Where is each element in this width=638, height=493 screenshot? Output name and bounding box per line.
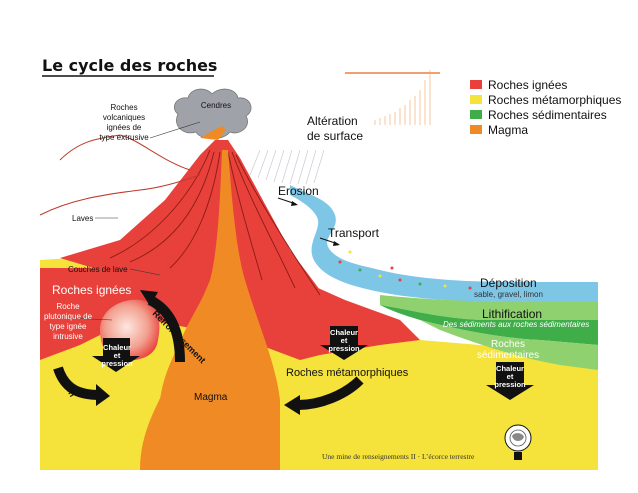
sun-rays [345, 70, 440, 125]
heat-pressure-arrow-1: Chaleur et pression [92, 338, 140, 372]
label-cendres: Cendres [201, 101, 231, 110]
legend: Roches ignées Roches métamorphiques Roch… [470, 78, 621, 137]
hills-outline [59, 134, 191, 171]
svg-text:pression: pression [328, 344, 360, 353]
label-volcanic-3: ignées de [107, 123, 142, 132]
label-lithification: Lithification [482, 307, 542, 321]
hills-outline-2 [39, 174, 201, 216]
volcano-cone [60, 140, 350, 305]
legend-swatch-sedimentary [470, 110, 482, 119]
footer-text: Une mine de renseignements II · L’écorce… [322, 452, 475, 461]
label-transport: Transport [328, 226, 380, 240]
publisher-logo [504, 424, 532, 460]
refroidissement-arrow [147, 295, 185, 363]
leader-volcanic [149, 121, 201, 139]
legend-item-metamorphic: Roches métamorphiques [488, 93, 621, 107]
label-volcanic-2: volcaniques [103, 113, 145, 122]
svg-text:Chaleur: Chaleur [103, 343, 131, 352]
rain-streaks [249, 149, 325, 185]
label-alteration-2: de surface [307, 129, 363, 143]
fusion-left-arrow [53, 366, 101, 400]
svg-text:pression: pression [494, 380, 526, 389]
svg-text:pression: pression [101, 359, 133, 368]
refroidissement-arrowhead [140, 290, 158, 306]
erosion-arrowhead [291, 201, 298, 206]
label-roches-sed-1: Roches [491, 339, 525, 350]
legend-swatch-magma [470, 125, 482, 134]
legend-item-sedimentary: Roches sédimentaires [488, 108, 607, 122]
label-couches: Couches de lave [68, 265, 128, 274]
label-magma: Magma [194, 392, 228, 403]
fusion-left-arrowhead [96, 384, 110, 406]
svg-text:et: et [114, 351, 121, 360]
legend-swatch-metamorphic [470, 95, 482, 104]
label-roches-sed-2: sédimentaires [477, 350, 539, 361]
label-pluto-2: plutonique de [44, 312, 93, 321]
sediment-layer-mid [380, 305, 598, 345]
label-laves: Laves [72, 214, 93, 223]
svg-text:Chaleur: Chaleur [330, 328, 358, 337]
heat-pressure-arrow-3: Chaleur et pression [486, 362, 534, 400]
leader-couches [129, 268, 161, 276]
fusion-mid-arrow [297, 376, 364, 410]
transport-arrowhead [333, 241, 340, 246]
diagram-title: Le cycle des roches [42, 56, 217, 75]
label-erosion: Erosion [278, 184, 319, 198]
legend-item-magma: Magma [488, 123, 528, 137]
svg-text:et: et [507, 372, 514, 381]
label-lithification-sub: Des sédiments aux roches sédimentaires [443, 320, 589, 329]
label-roches-ignees: Roches ignées [52, 283, 131, 297]
legend-item-igneous: Roches ignées [488, 78, 567, 92]
label-pluto-1: Roche [56, 302, 80, 311]
label-roches-meta: Roches métamorphiques [286, 367, 409, 379]
label-volcanic-1: Roches [110, 103, 137, 112]
legend-swatch-igneous [470, 80, 482, 89]
sediment-layer-top [380, 295, 598, 320]
heat-pressure-arrow-2: Chaleur et pression [320, 326, 368, 360]
svg-text:Chaleur: Chaleur [496, 364, 524, 373]
magma-chamber-left [140, 270, 215, 470]
leader-pluton [67, 317, 113, 321]
sediment-layer-low [420, 320, 598, 370]
ash-cloud [174, 88, 252, 140]
svg-text:et: et [341, 336, 348, 345]
sediment-specks [338, 250, 472, 290]
river [290, 185, 598, 302]
label-deposition-sub: sable, gravel, limon [474, 290, 543, 299]
label-deposition: Déposition [480, 276, 537, 290]
label-pluto-3: type ignée [50, 322, 87, 331]
lava-flow-lines [109, 149, 321, 296]
label-alteration-1: Altération [307, 114, 358, 128]
label-pluto-4: intrusive [53, 332, 83, 341]
label-volcanic-4: type extrusive [99, 133, 149, 142]
fusion-mid-arrowhead [284, 395, 300, 415]
